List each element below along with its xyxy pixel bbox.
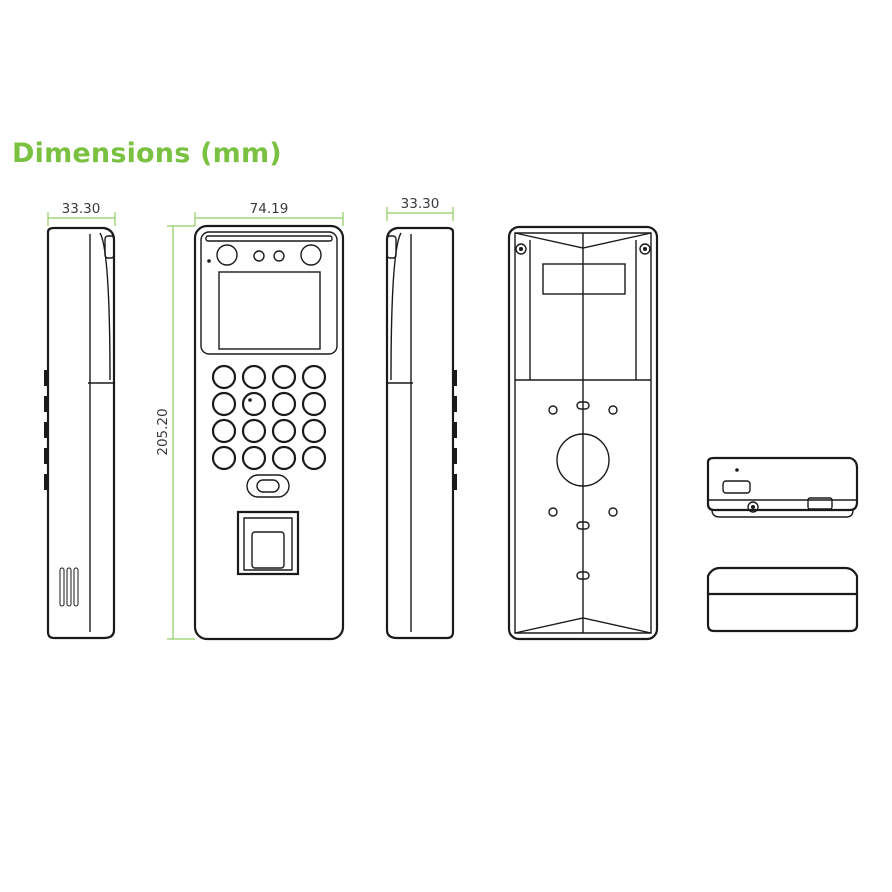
fingerprint-sensor bbox=[236, 510, 300, 576]
dc-jack bbox=[747, 501, 759, 513]
keypad-key bbox=[271, 418, 297, 444]
side-left-depth-label: 33.30 bbox=[62, 201, 101, 217]
front-width-dimension: 74.19 bbox=[194, 201, 344, 226]
side-buttons-right bbox=[454, 370, 457, 490]
side-left-depth-dimension: 33.30 bbox=[47, 201, 116, 226]
keypad-key bbox=[211, 445, 237, 471]
keypad-key bbox=[211, 418, 237, 444]
top-view bbox=[706, 566, 859, 633]
page-title: Dimensions (mm) bbox=[12, 138, 282, 169]
camera-lenses bbox=[207, 244, 322, 266]
front-width-label: 74.19 bbox=[250, 201, 289, 217]
keypad-key bbox=[271, 364, 297, 390]
keypad-key bbox=[301, 445, 327, 471]
right-side-view: 33.30 bbox=[385, 196, 457, 640]
mounting-holes bbox=[548, 401, 618, 580]
usb-port bbox=[722, 480, 751, 494]
side-buttons bbox=[44, 370, 47, 490]
keypad-key bbox=[301, 364, 327, 390]
display-screen bbox=[218, 271, 321, 350]
keypad-key bbox=[241, 445, 267, 471]
front-height-label: 205.20 bbox=[155, 408, 171, 455]
side-right-depth-label: 33.30 bbox=[401, 196, 440, 212]
speaker-grille bbox=[59, 567, 79, 607]
left-side-view: 33.30 bbox=[44, 201, 116, 640]
rear-view bbox=[507, 225, 659, 641]
cable-hole bbox=[556, 433, 610, 487]
front-view: 74.19 205.20 bbox=[155, 201, 345, 641]
keypad-key bbox=[301, 418, 327, 444]
keypad-key bbox=[241, 364, 267, 390]
keypad-key bbox=[271, 445, 297, 471]
front-height-dimension: 205.20 bbox=[155, 225, 195, 640]
rear-label-area bbox=[542, 263, 626, 295]
keypad-key bbox=[211, 364, 237, 390]
keypad-key bbox=[301, 391, 327, 417]
screw-holes bbox=[515, 243, 651, 255]
keypad-key bbox=[211, 391, 237, 417]
keypad-key bbox=[241, 418, 267, 444]
keypad bbox=[211, 364, 327, 471]
bottom-view bbox=[706, 456, 859, 518]
keypad-key bbox=[241, 391, 267, 417]
card-reader-button bbox=[246, 474, 290, 498]
keypad-tactile-dot bbox=[248, 398, 252, 402]
side-right-depth-dimension: 33.30 bbox=[386, 196, 454, 221]
keypad-key bbox=[271, 391, 297, 417]
